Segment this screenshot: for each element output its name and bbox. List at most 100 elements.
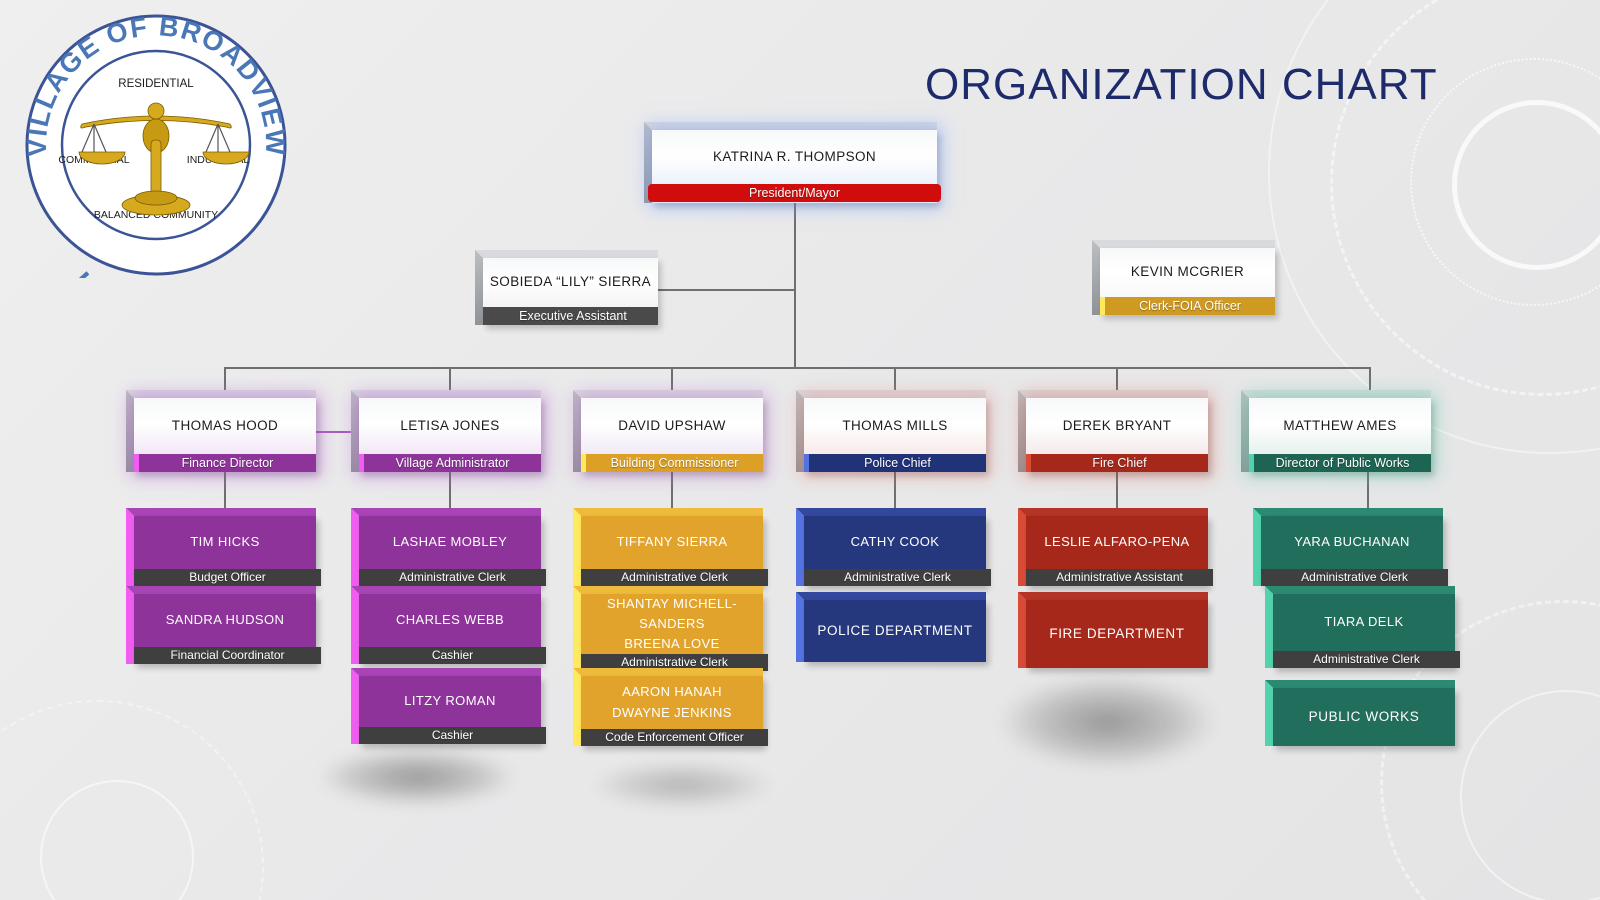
box-face: TIARA DELK Administrative Clerk [1273,594,1460,668]
person-name: CHARLES WEBB [395,612,505,628]
node-fire-department: FIRE DEPARTMENT [1018,592,1208,668]
shadow-smudge [1000,676,1215,768]
box-top-edge [573,586,763,594]
box-top-edge [1265,680,1455,688]
role-band: Executive Assistant [483,307,658,325]
person-name: THOMAS HOOD [171,417,279,433]
person-name: DEREK BRYANT [1062,417,1172,433]
connector-drop-police [894,367,896,398]
role-band: Cashier [359,647,546,664]
seal-label-residential: RESIDENTIAL [118,78,194,90]
box-top-edge [573,668,763,676]
person-name: LITZY ROMAN [404,693,496,709]
box-top-edge [1265,586,1455,594]
box-face: SANDRA HUDSON Financial Coordinator [134,594,321,664]
person-name: YARA BUCHANAN [1294,534,1410,550]
box-left-edge [573,390,581,472]
connector-drop-public-works [1369,367,1371,398]
box-face: TIM HICKS Budget Officer [134,516,321,586]
node-admin-clerk-police: CATHY COOK Administrative Clerk [796,508,991,586]
box-face: CHARLES WEBB Cashier [359,594,546,664]
box-face: SHANTAY MICHELL-SANDERS BREENA LOVE Admi… [581,594,768,672]
role-band: Building Commissioner [581,454,763,472]
box-face: PUBLIC WORKS [1273,688,1455,746]
person-name-line1: SHANTAY MICHELL-SANDERS [607,596,737,632]
box-face: KEVIN MCGRIER Clerk-FOIA Officer [1100,248,1275,315]
box-top-edge [351,668,541,676]
node-public-works-director: MATTHEW AMES Director of Public Works [1241,390,1431,472]
box-left-edge [351,668,359,744]
person-name: SANDRA HUDSON [165,612,285,628]
person-name-line1: AARON HANAH [622,684,722,700]
box-top-edge [126,390,316,398]
box-face: POLICE DEPARTMENT [804,600,986,662]
box-top-edge [351,586,541,594]
department-name: POLICE DEPARTMENT [817,622,973,638]
box-face: MATTHEW AMES Director of Public Works [1249,398,1431,472]
box-face: SOBIEDA “LILY” SIERRA Executive Assistan… [483,258,658,325]
role-band: Administrative Clerk [804,569,991,586]
node-pw-clerk-1: YARA BUCHANAN Administrative Clerk [1253,508,1448,586]
box-top-edge [1092,240,1275,248]
connector-bus [224,367,1371,369]
person-name-line2: DWAYNE JENKINS [612,704,732,720]
background-gauge-circle [1452,100,1600,270]
role-band: Financial Coordinator [134,647,321,664]
box-face: DEREK BRYANT Fire Chief [1026,398,1208,472]
connector-trunk [794,203,796,367]
connector-drop-fire [1116,367,1118,398]
box-top-edge [126,586,316,594]
box-face: TIFFANY SIERRA Administrative Clerk [581,516,768,586]
node-police-department: POLICE DEPARTMENT [796,592,986,662]
person-names: SHANTAY MICHELL-SANDERS BREENA LOVE [581,594,763,654]
box-top-edge [1253,508,1443,516]
role-band: Police Chief [804,454,986,472]
box-left-edge [126,586,134,664]
box-top-edge [351,390,541,398]
node-police-chief: THOMAS MILLS Police Chief [796,390,986,472]
role-band: Administrative Clerk [581,654,768,672]
person-name-line2: BREENA LOVE [624,636,720,652]
box-top-edge [475,250,658,258]
box-left-edge [1018,592,1026,668]
role-band: Code Enforcement Officer [581,729,768,746]
node-admin-clerk-building: TIFFANY SIERRA Administrative Clerk [573,508,768,586]
person-name: TIM HICKS [190,534,260,550]
role-band: Finance Director [134,454,316,472]
box-face: LITZY ROMAN Cashier [359,676,546,744]
box-top-edge [644,122,937,130]
box-face: THOMAS HOOD Finance Director [134,398,316,472]
person-name: KEVIN MCGRIER [1130,264,1245,280]
background-gauge-circle [1410,58,1600,306]
box-left-edge [1018,508,1026,586]
box-left-edge [1265,680,1273,746]
box-top-edge [1018,390,1208,398]
box-left-edge [126,508,134,586]
connector-drop-administrator [449,367,451,398]
box-face: LETISA JONES Village Administrator [359,398,541,472]
background-gauge-circle [1460,690,1600,900]
node-budget-officer: TIM HICKS Budget Officer [126,508,321,586]
person-name: LESLIE ALFARO-PENA [1044,534,1190,550]
role-band: Fire Chief [1026,454,1208,472]
department-name: PUBLIC WORKS [1308,708,1420,724]
box-left-edge [351,390,359,472]
role-band: President/Mayor [648,184,941,202]
box-face: DAVID UPSHAW Building Commissioner [581,398,763,472]
connector-police-sub [894,472,896,516]
box-top-edge [351,508,541,516]
person-name: THOMAS MILLS [842,417,948,433]
page-title: ORGANIZATION CHART [925,60,1438,109]
box-face: THOMAS MILLS Police Chief [804,398,986,472]
person-name: DAVID UPSHAW [618,417,726,433]
box-top-edge [796,390,986,398]
role-band: Cashier [359,727,546,744]
node-admin-clerks-building-2: SHANTAY MICHELL-SANDERS BREENA LOVE Admi… [573,586,768,672]
connector-exec-assistant [658,289,794,291]
role-band: Administrative Clerk [1273,651,1460,668]
person-name: LASHAE MOBLEY [392,534,508,550]
node-fire-chief: DEREK BRYANT Fire Chief [1018,390,1208,472]
person-name: MATTHEW AMES [1283,417,1397,433]
box-top-edge [126,508,316,516]
box-left-edge [644,122,652,203]
